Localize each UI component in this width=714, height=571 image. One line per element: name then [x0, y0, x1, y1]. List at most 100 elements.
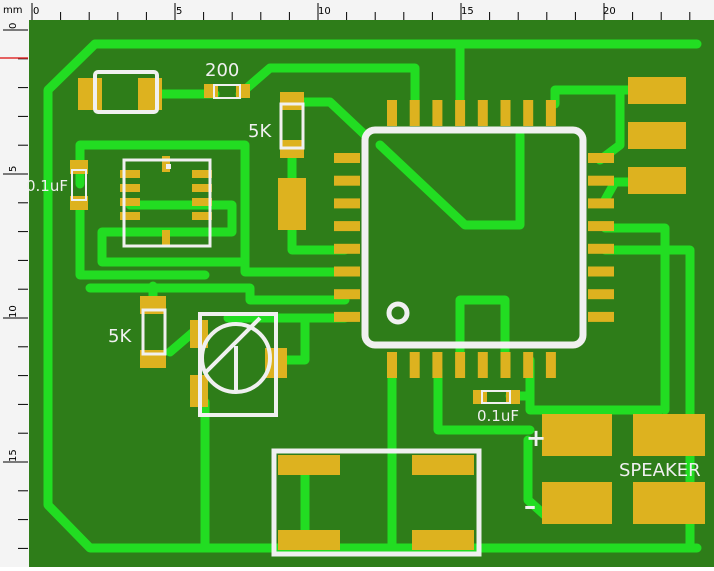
copper-pads [70, 77, 705, 550]
qfp-pad-right [588, 175, 614, 186]
label-c-bottom: 0.1uF [477, 407, 519, 425]
label-r200: 200 [205, 60, 239, 81]
qfp-pad-right [588, 266, 614, 277]
label-c-left: 0.1uF [26, 177, 68, 195]
qfp-pad-bottom [409, 352, 420, 378]
qfp-pad-top [409, 100, 420, 126]
horizontal-ruler [31, 3, 691, 20]
pad-header-3 [628, 167, 686, 194]
pad-xtal-bl [278, 530, 340, 550]
pad-ic2-l1 [120, 170, 140, 178]
trace-mid-horizontal [85, 283, 350, 305]
qfp-pad-top [387, 100, 397, 126]
h-ruler-label-0: 0 [33, 6, 39, 17]
qfp-pad-left [334, 198, 360, 209]
qfp-pad-left [334, 153, 360, 163]
trace-r200-to-ic [235, 63, 420, 109]
qfp-pad-left [334, 175, 360, 186]
qfp-pad-top [545, 100, 556, 126]
pad-battery-plus [542, 414, 612, 456]
pad-r5k-body [278, 178, 306, 230]
label-r5k-top: 5K [248, 121, 272, 142]
qfp-pad-top [523, 100, 534, 126]
v-ruler-label-5: 5 [8, 166, 19, 172]
qfp-pad-top [477, 100, 488, 126]
qfp-pad-top [500, 100, 511, 126]
pad-ic2-l2 [120, 184, 140, 192]
h-ruler-label-10: 10 [318, 6, 331, 17]
qfp-pad-top [455, 100, 466, 126]
trace-ic-to-speaker-right [600, 223, 670, 415]
qfp-pad-bottom [545, 352, 556, 378]
silkscreen [71, 70, 587, 557]
pad-ic2-l4 [120, 212, 140, 220]
pad-r5k-top-a [280, 92, 304, 110]
v-ruler-label-0: 0 [8, 23, 19, 29]
qfp-pad-bottom [432, 352, 443, 378]
qfp-pad-bottom [523, 352, 534, 378]
silk-ic2-dot [166, 164, 171, 169]
qfp-pad-right [588, 198, 614, 209]
qfp-pad-top [432, 100, 443, 126]
h-ruler-label-20: 20 [603, 6, 616, 17]
trace-cap-loop [75, 140, 350, 277]
silk-xtal [271, 448, 482, 557]
v-ruler-label-10: 10 [8, 305, 19, 318]
trace-ic-inner [375, 130, 525, 230]
qfp-pad-right [588, 221, 614, 232]
pad-c-bottom-b [506, 390, 520, 404]
ruler-unit-label: mm [3, 5, 22, 16]
trace-r5k-top [287, 97, 370, 140]
label-speaker: SPEAKER [619, 460, 701, 481]
trace-ic-to-plus [433, 365, 535, 435]
qfp-pads [334, 100, 614, 378]
silk-mcu-pin1 [386, 301, 410, 325]
qfp-pad-left [334, 221, 360, 232]
qfp-pad-bottom [500, 352, 511, 378]
pad-ic2-r3 [192, 198, 212, 206]
pad-header-1 [628, 77, 686, 104]
pad-xtal-tl [278, 455, 340, 475]
qfp-pad-right [588, 289, 614, 300]
qfp-pad-bottom [455, 352, 466, 378]
trace-minus [523, 435, 553, 523]
silk-pot-box [198, 312, 278, 417]
trace-ic-bottom-loop [455, 295, 510, 375]
silk-r5k-top [279, 102, 305, 150]
h-ruler-label-15: 15 [461, 6, 474, 17]
pad-battery-minus [542, 482, 612, 524]
qfp-pad-left [334, 266, 360, 277]
silk-mcu-outline [361, 126, 587, 349]
pad-ic2-r4 [192, 212, 212, 220]
silk-r-large [93, 70, 159, 114]
pad-header-2 [628, 122, 686, 149]
pad-ic2-r2 [192, 184, 212, 192]
pad-ic2-l3 [120, 198, 140, 206]
pad-r200-left [204, 84, 218, 98]
trace-cap-down [75, 200, 210, 280]
h-ruler-label-5: 5 [176, 6, 182, 17]
silk-r5k-left [141, 308, 167, 356]
v-ruler-label-15: 15 [8, 449, 19, 462]
silk-r200 [213, 84, 241, 99]
label-plus: + [526, 424, 546, 452]
qfp-pad-bottom [387, 352, 397, 378]
qfp-pad-right [588, 311, 614, 322]
pad-c-bottom-a [473, 390, 487, 404]
pad-ic2-b [162, 230, 170, 246]
pad-speaker-a [633, 414, 705, 456]
label-minus: – [524, 492, 536, 520]
qfp-pad-bottom [477, 352, 488, 378]
pad-r-large-left [78, 78, 102, 110]
pad-ic2-r1 [192, 170, 212, 178]
qfp-pad-right [588, 153, 614, 163]
label-r5k-left: 5K [108, 326, 132, 347]
qfp-pad-left [334, 243, 360, 254]
trace-pot-right [277, 317, 310, 365]
trace-ic-header-top [550, 85, 625, 109]
silk-c-bottom [481, 390, 511, 404]
pad-r200-right [236, 84, 250, 98]
pad-xtal-tr [412, 455, 474, 475]
pad-speaker-b [633, 482, 705, 524]
